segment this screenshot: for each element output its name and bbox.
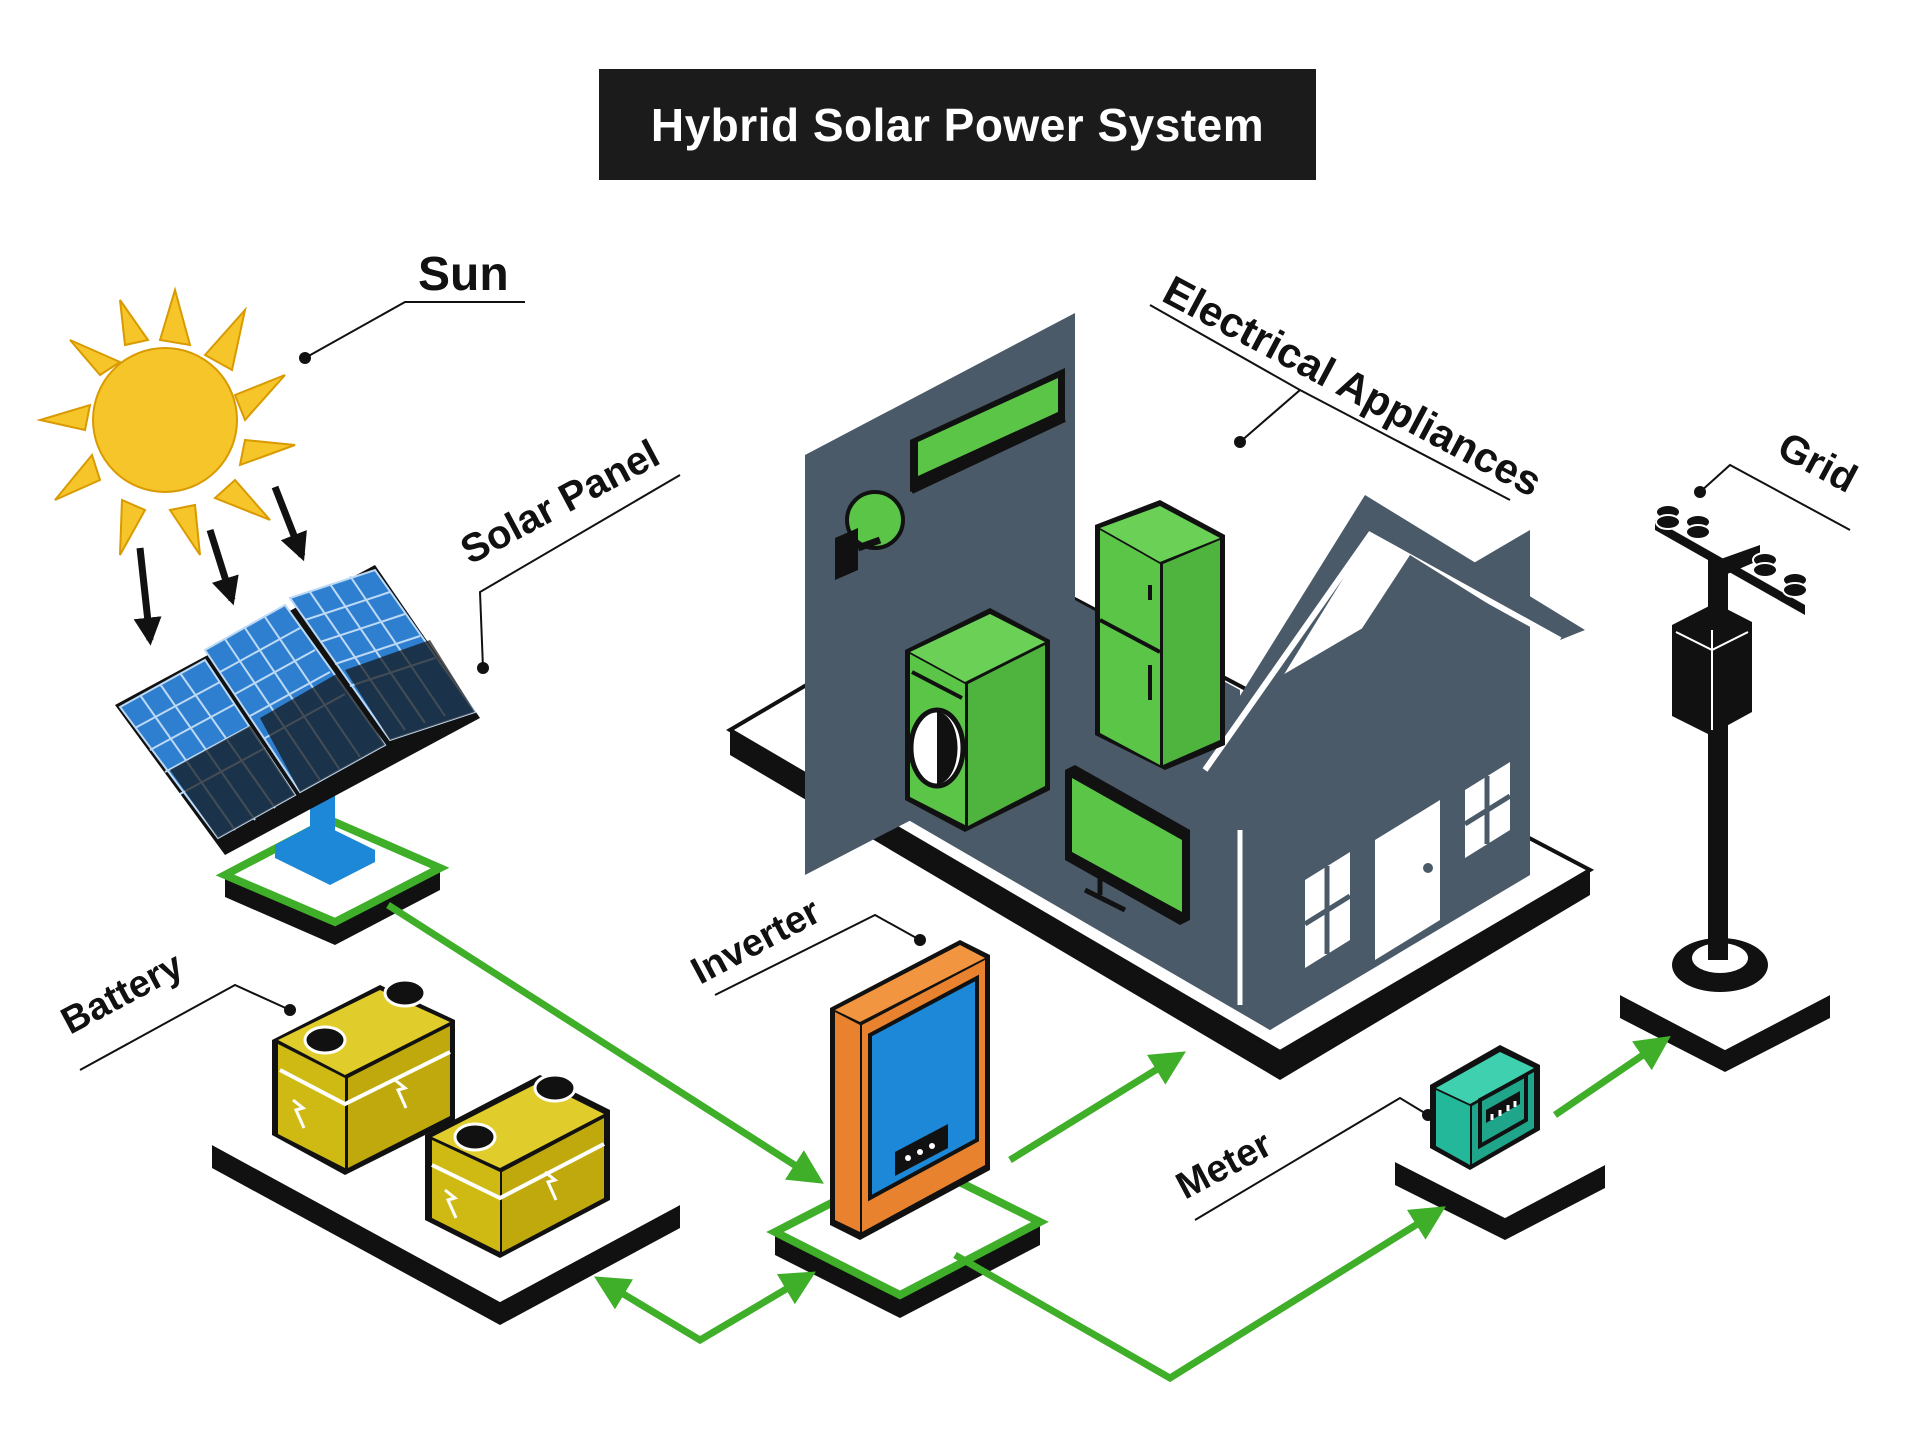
label-inverter: Inverter (685, 890, 828, 993)
air-conditioner (910, 368, 1066, 494)
utility-pole-icon (1655, 504, 1808, 992)
flow-solar-to-inverter (386, 902, 824, 1184)
house-window-right (1463, 762, 1512, 858)
leader-dots (284, 352, 1706, 1121)
flow-meter-to-grid (1553, 1036, 1671, 1118)
flow-inverter-to-house (1008, 1051, 1186, 1163)
flow-battery-inverter (593, 1271, 817, 1345)
meter-icon (1430, 1045, 1540, 1170)
diagram-title: Hybrid Solar Power System (599, 69, 1316, 180)
leader-lines (79, 301, 1851, 1221)
label-battery: Battery (55, 944, 190, 1043)
television (1065, 765, 1190, 925)
flow-inverter-to-meter (953, 1206, 1446, 1383)
label-electrical-appliances: Electrical Appliances (1156, 266, 1550, 505)
refrigerator (1095, 500, 1225, 770)
washing-machine (905, 608, 1050, 832)
label-sun: Sun (418, 248, 509, 301)
energy-flow-arrows (386, 902, 1671, 1383)
battery-icon (272, 978, 610, 1258)
label-meter: Meter (1170, 1123, 1279, 1208)
solar-panel (115, 565, 480, 885)
label-grid: Grid (1771, 424, 1864, 501)
house-window-left (1303, 852, 1352, 968)
wall-lamp (835, 490, 905, 580)
sun-icon (36, 286, 296, 556)
house-door (1375, 800, 1440, 960)
inverter-icon (830, 940, 990, 1240)
sunlight-arrows (133, 485, 307, 646)
diagram-title-text: Hybrid Solar Power System (650, 98, 1265, 151)
